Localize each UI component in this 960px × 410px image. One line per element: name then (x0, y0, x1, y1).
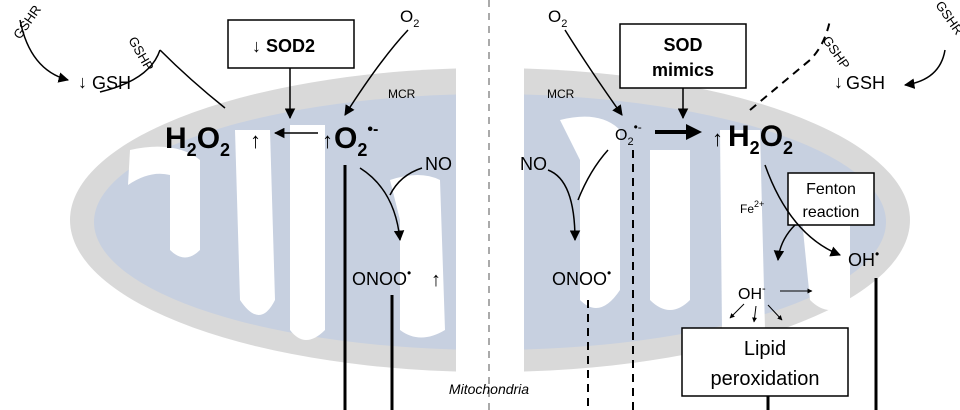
left-peroxynitrite: ONOO• (352, 266, 411, 289)
oh-ion-scatter-arrow-2 (752, 305, 758, 323)
sod-mimics-line1: SOD (663, 35, 702, 55)
mitochondrion-left-half (70, 68, 456, 372)
fenton-reaction-box (787, 172, 875, 226)
sod-mimics-box (619, 23, 747, 89)
right-gshr-label: GSHR (933, 0, 960, 37)
mitochondria-caption: Mitochondria (449, 381, 529, 397)
right-superoxide-join-line (577, 149, 609, 201)
right-h2o2-to-gshp-dashed-line (749, 19, 831, 111)
left-mcr-label: MCR (388, 87, 416, 101)
fe-label: Fe2+ (740, 199, 764, 216)
left-o2-to-superoxide-arrow (344, 29, 409, 116)
right-no-label: NO (520, 154, 547, 174)
left-gsh-label: GSH (92, 73, 131, 93)
left-gsh-down-arrow: ↓ (78, 72, 87, 92)
left-o2-top: O2 (400, 7, 419, 30)
right-gsh-label: GSH (846, 73, 885, 93)
fenton-to-oh-ion-arrow (773, 224, 796, 262)
oh-radical: OH• (848, 247, 879, 270)
left-no-join-line (389, 167, 423, 196)
left-gsh-cycle-arrow (19, 19, 70, 83)
right-h2o2-up-arrow: ↑ (712, 126, 723, 151)
left-superoxide-up-arrow: ↑ (322, 128, 333, 153)
right-gshp-label: GSHP (820, 33, 853, 72)
right-peroxynitrite: ONOO• (552, 266, 611, 289)
right-mcr-label: MCR (547, 87, 575, 101)
left-h2o2: H2O2 (165, 122, 230, 160)
right-no-to-peroxynitrite-arrow (547, 169, 581, 242)
left-superoxide-to-peroxynitrite-arrow (359, 167, 405, 242)
lipid-line2: peroxidation (711, 368, 820, 390)
sod2-down-arrow: ↓ (252, 36, 261, 56)
right-h2o2: H2O2 (728, 120, 793, 158)
right-big-arrowhead (686, 124, 702, 140)
lipid-line1: Lipid (744, 338, 786, 360)
left-peroxynitrite-up-arrow: ↑ (431, 269, 441, 291)
sod2-label: SOD2 (266, 36, 315, 56)
sod-mimics-line2: mimics (652, 60, 714, 80)
fenton-line1: Fenton (806, 181, 856, 198)
fenton-line2: reaction (803, 204, 860, 221)
right-gsh-cycle-arrow (903, 49, 946, 89)
left-h2o2-up-arrow: ↑ (250, 128, 261, 153)
right-o2-to-superoxide-arrow (564, 29, 623, 116)
left-gshp-label: GSHP (125, 34, 156, 73)
right-gsh-down-arrow: ↓ (834, 72, 843, 92)
oh-ion-scatter-arrow-1 (729, 303, 745, 319)
oh-ion-scatter-arrow-3 (767, 304, 783, 321)
oh-ion: OH- (738, 283, 766, 303)
left-gshr-label: GSHR (10, 2, 44, 41)
left-h2o2-to-gshp-line (159, 49, 226, 109)
lipid-peroxidation-box (681, 327, 849, 397)
sod2-box (227, 19, 355, 69)
right-superoxide: O2•- (615, 120, 642, 148)
left-no-label: NO (425, 154, 452, 174)
left-superoxide: O2•- (334, 121, 378, 160)
fenton-to-oh-radical-arrow (764, 164, 841, 257)
right-o2-top: O2 (548, 7, 567, 30)
left-gshp-arrow (99, 49, 161, 93)
